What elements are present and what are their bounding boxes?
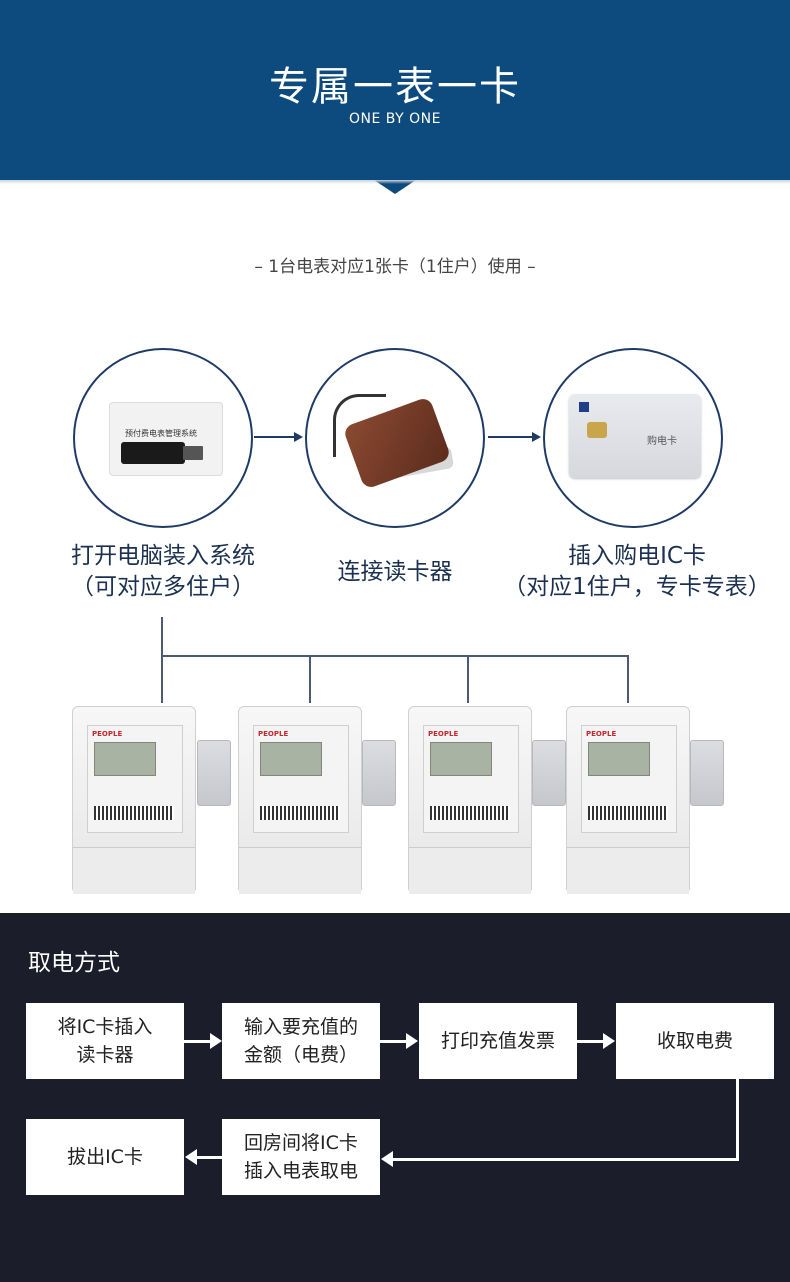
flow-arrowhead-2 [406, 1033, 418, 1049]
flow-step-text: 打印充值发票 [440, 1030, 555, 1052]
flow-arrow-5 [196, 1156, 222, 1159]
electric-meter-2: PEOPLE [238, 706, 362, 894]
flow-step-text: 收取电费 [656, 1030, 733, 1052]
step-2-circle [305, 348, 485, 528]
power-method-section [0, 913, 790, 1282]
meter-terminal-cover [409, 847, 531, 894]
flow-arrow-3 [577, 1040, 605, 1043]
meter-3-ic-card [532, 740, 566, 806]
meter-1-ic-card [197, 740, 231, 806]
flow-arrowhead-3 [603, 1033, 615, 1049]
meter-brand: PEOPLE [586, 730, 617, 738]
step-arrow-1 [254, 436, 294, 438]
electric-meter-4: PEOPLE [566, 706, 690, 894]
meter-barcode [588, 806, 668, 820]
step-1-label: 打开电脑装入系统 （可对应多住户） [40, 541, 286, 603]
wire-trunk [161, 617, 163, 703]
step-arrow-2 [488, 436, 532, 438]
card-logo-icon [579, 402, 589, 412]
flow-step-text: 输入要充值的 金额（电费） [243, 1016, 358, 1066]
step-arrowhead-2 [532, 432, 541, 442]
header-banner [0, 0, 790, 180]
step-arrowhead-1 [294, 432, 303, 442]
flow-step-text: 回房间将IC卡 插入电表取电 [243, 1132, 358, 1182]
step-3-line2: （对应1住户，专卡专表） [503, 574, 771, 600]
page-subtitle: ONE BY ONE [349, 111, 441, 127]
flow-step-text: 将IC卡插入 读卡器 [57, 1016, 153, 1066]
ic-card-image: 购电卡 [569, 394, 701, 478]
meter-panel: PEOPLE [423, 725, 519, 833]
meter-2-ic-card [362, 740, 396, 806]
meter-4-ic-card [690, 740, 724, 806]
meter-terminal-cover [567, 847, 689, 894]
usb-plug-image [183, 446, 203, 460]
electric-meter-1: PEOPLE [72, 706, 196, 894]
step-1-circle: 预付费电表管理系统 [73, 348, 253, 528]
meter-panel: PEOPLE [87, 725, 183, 833]
flow-title: 取电方式 [28, 950, 120, 976]
wire-drop-2 [309, 655, 311, 703]
step-3-label: 插入购电IC卡 （对应1住户，专卡专表） [492, 541, 782, 603]
wire-drop-4 [627, 655, 629, 703]
meter-display [588, 742, 650, 776]
software-box-image [109, 402, 223, 476]
flow-step-insert-meter: 回房间将IC卡 插入电表取电 [222, 1119, 380, 1195]
flow-step-enter-amount: 输入要充值的 金额（电费） [222, 1003, 380, 1079]
card-chip-icon [587, 422, 607, 438]
flow-step-print-invoice: 打印充值发票 [419, 1003, 577, 1079]
meter-barcode [94, 806, 174, 820]
step-2-line1: 连接读卡器 [337, 559, 453, 585]
meter-barcode [260, 806, 340, 820]
meter-brand: PEOPLE [428, 730, 459, 738]
header-shadow [0, 180, 790, 184]
meter-brand: PEOPLE [258, 730, 289, 738]
flow-step-remove-card: 拔出IC卡 [26, 1119, 184, 1195]
step-3-circle: 购电卡 [543, 348, 723, 528]
meter-terminal-cover [239, 847, 361, 894]
meter-panel: PEOPLE [581, 725, 677, 833]
flow-connector-down [736, 1079, 739, 1161]
meter-panel: PEOPLE [253, 725, 349, 833]
reader-cable-image [333, 394, 386, 457]
meter-display [94, 742, 156, 776]
meter-display [430, 742, 492, 776]
flow-arrowhead-4 [381, 1151, 393, 1167]
step-1-line1: 打开电脑装入系统 [71, 543, 255, 569]
tagline: – 1台电表对应1张卡（1住户）使用 – [254, 257, 536, 277]
flow-arrow-2 [380, 1040, 408, 1043]
flow-step-collect-fee: 收取电费 [616, 1003, 774, 1079]
step-2-label: 连接读卡器 [298, 557, 492, 588]
wire-bus [161, 655, 629, 657]
meter-terminal-cover [73, 847, 195, 894]
meter-display [260, 742, 322, 776]
meter-brand: PEOPLE [92, 730, 123, 738]
wire-drop-3 [467, 655, 469, 703]
flow-arrowhead-1 [210, 1033, 222, 1049]
electric-meter-3: PEOPLE [408, 706, 532, 894]
flow-connector-back [392, 1158, 739, 1161]
flow-step-insert-card: 将IC卡插入 读卡器 [26, 1003, 184, 1079]
ic-card-label: 购电卡 [647, 436, 677, 447]
usb-dongle-image [121, 442, 185, 464]
software-box-label: 预付费电表管理系统 [125, 429, 197, 438]
step-1-line2: （可对应多住户） [71, 574, 255, 600]
page-title: 专属一表一卡 [269, 64, 521, 110]
meter-barcode [430, 806, 510, 820]
flow-arrowhead-5 [185, 1149, 197, 1165]
flow-step-text: 拔出IC卡 [67, 1146, 143, 1168]
step-3-line1: 插入购电IC卡 [568, 543, 706, 569]
flow-arrow-1 [184, 1040, 212, 1043]
